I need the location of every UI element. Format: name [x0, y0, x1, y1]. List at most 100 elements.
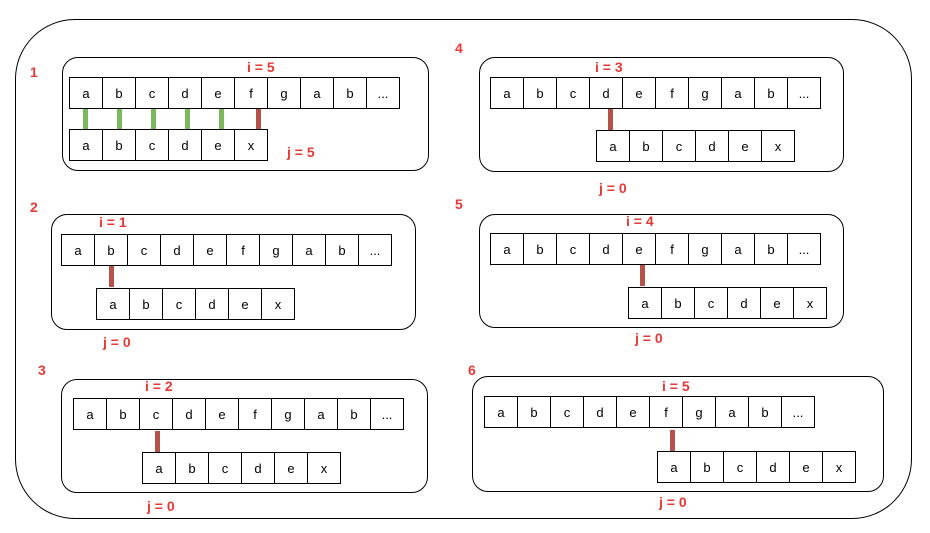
step-number: 3 — [38, 362, 46, 378]
text-cell: b — [517, 396, 551, 428]
text-cell: d — [583, 396, 617, 428]
text-cell: d — [172, 398, 206, 430]
text-cell: ... — [370, 398, 404, 430]
text-cell: ... — [781, 396, 815, 428]
text-cell: e — [193, 234, 227, 266]
i-label: i = 3 — [595, 59, 623, 75]
text-cell: b — [754, 77, 788, 109]
pattern-cell: c — [723, 451, 757, 483]
text-cell: e — [205, 398, 239, 430]
text-cell: b — [337, 398, 371, 430]
step-panel — [472, 376, 884, 492]
text-cell: g — [267, 77, 301, 109]
step-panel — [51, 214, 416, 330]
i-label: i = 4 — [626, 213, 654, 229]
pattern-cell: c — [162, 288, 196, 320]
pattern-cell: e — [201, 129, 235, 161]
text-cell: a — [300, 77, 334, 109]
text-cell: f — [649, 396, 683, 428]
text-cell: a — [715, 396, 749, 428]
text-cell: c — [556, 77, 590, 109]
pattern-cell: c — [208, 452, 242, 484]
text-cell: e — [201, 77, 235, 109]
diagram-frame — [15, 19, 912, 519]
text-cell: ... — [787, 233, 821, 265]
text-cell: e — [622, 233, 656, 265]
pattern-cell: d — [195, 288, 229, 320]
pattern-cell: a — [628, 287, 662, 319]
text-cell: g — [259, 234, 293, 266]
pattern-cell: e — [728, 130, 762, 162]
pattern-cell: d — [727, 287, 761, 319]
mismatch-link — [109, 266, 114, 287]
text-cell: d — [589, 233, 623, 265]
pattern-cell: x — [261, 288, 295, 320]
text-cell: g — [271, 398, 305, 430]
pattern-cell: a — [69, 129, 103, 161]
pattern-cell: a — [657, 451, 691, 483]
pattern-cell: x — [822, 451, 856, 483]
pattern-cell: b — [690, 451, 724, 483]
step-panel — [61, 379, 428, 493]
text-cell: f — [226, 234, 260, 266]
text-cell: a — [490, 233, 524, 265]
text-cell: d — [168, 77, 202, 109]
match-link — [151, 109, 156, 130]
i-label: i = 1 — [99, 214, 127, 230]
pattern-cell: a — [596, 130, 630, 162]
text-cell: a — [484, 396, 518, 428]
text-cell: ... — [358, 234, 392, 266]
pattern-cell: e — [228, 288, 262, 320]
text-cell: b — [748, 396, 782, 428]
text-cell: c — [550, 396, 584, 428]
text-cell: b — [333, 77, 367, 109]
pattern-cell: d — [168, 129, 202, 161]
match-link — [219, 109, 224, 130]
text-cell: g — [688, 233, 722, 265]
pattern-cell: b — [629, 130, 663, 162]
pattern-cell: x — [234, 129, 268, 161]
j-label: j = 0 — [635, 330, 663, 346]
mismatch-link — [670, 430, 675, 451]
step-number: 6 — [468, 362, 476, 378]
pattern-cell: d — [695, 130, 729, 162]
text-cell: ... — [787, 77, 821, 109]
text-cell: a — [304, 398, 338, 430]
text-cell: b — [325, 234, 359, 266]
step-panel — [479, 57, 844, 172]
pattern-cell: e — [274, 452, 308, 484]
step-number: 5 — [455, 196, 463, 212]
j-label: j = 5 — [287, 144, 315, 160]
match-link — [117, 109, 122, 130]
j-label: j = 0 — [103, 334, 131, 350]
text-cell: a — [490, 77, 524, 109]
mismatch-link — [155, 431, 160, 452]
pattern-cell: b — [661, 287, 695, 319]
text-cell: f — [655, 77, 689, 109]
pattern-cell: c — [135, 129, 169, 161]
text-cell: g — [688, 77, 722, 109]
step-number: 1 — [30, 64, 38, 80]
text-cell: f — [238, 398, 272, 430]
text-cell: g — [682, 396, 716, 428]
pattern-cell: b — [129, 288, 163, 320]
text-cell: a — [61, 234, 95, 266]
text-cell: b — [523, 233, 557, 265]
text-cell: b — [754, 233, 788, 265]
pattern-cell: d — [241, 452, 275, 484]
pattern-cell: b — [175, 452, 209, 484]
text-cell: d — [589, 77, 623, 109]
text-cell: b — [94, 234, 128, 266]
text-cell: b — [106, 398, 140, 430]
text-cell: ... — [366, 77, 400, 109]
